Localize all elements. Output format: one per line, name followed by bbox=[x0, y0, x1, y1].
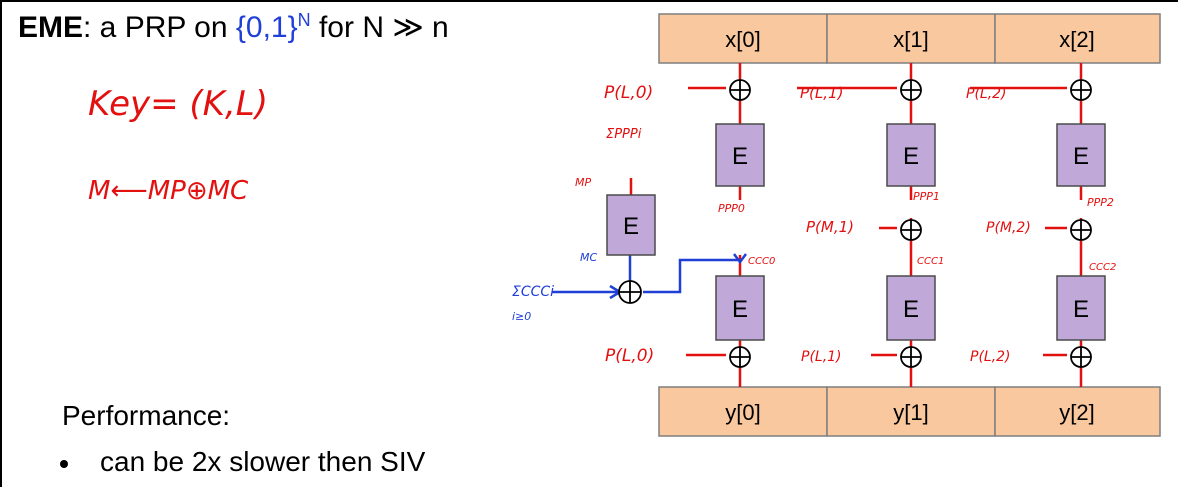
cipher-bottom-0 bbox=[715, 275, 765, 341]
mask-wires bbox=[686, 86, 1067, 357]
xor-center bbox=[618, 280, 642, 304]
label-y1: y[1] bbox=[893, 400, 928, 425]
cipher-bottom-2 bbox=[1056, 275, 1106, 341]
handwritten-key: Key= (K,L) bbox=[88, 84, 268, 124]
label-mp: MP bbox=[575, 176, 591, 189]
xor-gates bbox=[618, 79, 1092, 368]
top-blocks: x[0] x[1] x[2] bbox=[658, 13, 1161, 64]
mask-top-2: P(L,2) bbox=[966, 86, 1007, 102]
performance-bullet-text: can be 2x slower then SIV bbox=[100, 446, 426, 477]
mask-bottom-2: P(L,2) bbox=[970, 349, 1011, 365]
title-sup: N bbox=[297, 10, 311, 30]
cipher-label: E bbox=[903, 296, 919, 323]
mask-top-0: P(L,0) bbox=[604, 83, 653, 103]
sum-ccc: ΣCCCi bbox=[512, 284, 554, 300]
title-colon: : a PRP on bbox=[83, 11, 236, 44]
wire-ccc0 bbox=[643, 258, 740, 294]
xor-bottom-1 bbox=[900, 346, 922, 368]
block-y2 bbox=[994, 386, 1161, 437]
title-rest: for N ≫ n bbox=[310, 11, 449, 44]
mask-bottom-1: P(L,1) bbox=[801, 349, 842, 365]
ppp-0: PPP0 bbox=[718, 202, 745, 215]
cipher-bottom-1 bbox=[886, 275, 936, 341]
xor-bottom-2 bbox=[1070, 346, 1092, 368]
bullet-dot bbox=[60, 459, 68, 468]
cipher-label: E bbox=[1073, 143, 1089, 170]
ppp-2: PPP2 bbox=[1087, 196, 1114, 209]
xor-top-2 bbox=[1070, 79, 1092, 101]
cipher-top-1 bbox=[886, 123, 936, 187]
xor-mid-1 bbox=[900, 219, 922, 241]
label-x1: x[1] bbox=[893, 27, 928, 52]
title-set: {0,1} bbox=[235, 11, 298, 44]
mask-mid-2: P(M,2) bbox=[986, 220, 1031, 236]
mask-top-1: P(L,1) bbox=[800, 84, 843, 102]
mask-mid-1: P(M,1) bbox=[806, 218, 854, 236]
xor-top-1 bbox=[900, 79, 922, 101]
cipher-label: E bbox=[732, 296, 748, 323]
cipher-label: E bbox=[1073, 296, 1089, 323]
performance-heading: Performance: bbox=[62, 400, 231, 431]
ccc-0: CCC0 bbox=[748, 256, 775, 267]
title-eme: EME bbox=[18, 11, 84, 44]
mask-annotations: P(L,0) P(L,1) P(L,2) P(M,1) P(M,2) P(L,0… bbox=[575, 83, 1116, 366]
mask-bottom-0: P(L,0) bbox=[605, 346, 654, 366]
handwritten-m: M⟵MP⊕MC bbox=[88, 176, 249, 206]
sum-ppp: ΣPPPi bbox=[606, 127, 642, 142]
sum-ccc-subscript: i≥0 bbox=[512, 310, 531, 323]
cipher-top-0 bbox=[715, 123, 765, 187]
label-x2: x[2] bbox=[1059, 27, 1094, 52]
ccc-1: CCC1 bbox=[917, 256, 944, 267]
block-x0 bbox=[658, 13, 828, 64]
blue-annotations: MC ΣCCCi i≥0 bbox=[512, 251, 597, 323]
xor-bottom-0 bbox=[729, 346, 751, 368]
label-y0: y[0] bbox=[725, 400, 760, 425]
cipher-middle bbox=[606, 194, 656, 256]
arrow-ccc0 bbox=[733, 253, 747, 265]
cipher-label: E bbox=[623, 213, 639, 240]
cipher-label: E bbox=[732, 143, 748, 170]
cipher-blocks: E E E E E E E bbox=[606, 123, 1106, 341]
ccc-2: CCC2 bbox=[1089, 262, 1116, 273]
cipher-top-2 bbox=[1056, 123, 1106, 187]
label-mc: MC bbox=[580, 251, 597, 264]
label-x0: x[0] bbox=[725, 27, 760, 52]
label-y2: y[2] bbox=[1059, 400, 1094, 425]
xor-top-0 bbox=[729, 79, 751, 101]
cipher-label: E bbox=[903, 143, 919, 170]
ppp-1: PPP1 bbox=[913, 190, 940, 203]
bottom-blocks: y[0] y[1] y[2] bbox=[658, 386, 1161, 437]
performance-bullet: can be 2x slower then SIV bbox=[60, 446, 425, 478]
xor-mid-2 bbox=[1070, 219, 1092, 241]
block-x2 bbox=[994, 13, 1161, 64]
slide-title: EME: a PRP on {0,1}N for N ≫ n bbox=[18, 10, 449, 45]
